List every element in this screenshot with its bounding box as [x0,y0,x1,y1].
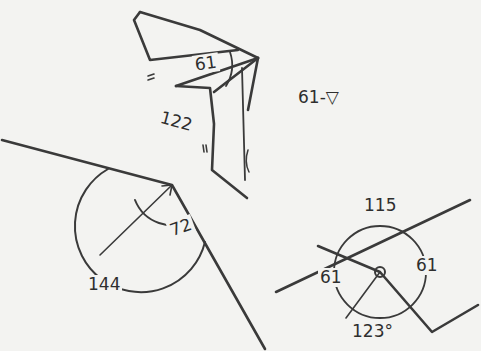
angle-label: 122 [156,108,196,136]
outer-arc [75,169,205,292]
upper-plate [134,12,238,60]
arrow-head [162,185,172,195]
center-dot [375,267,385,277]
lower-plate [176,86,247,198]
angle-label: 61 [414,256,440,275]
angle-arc [226,52,232,86]
dimension-line [100,185,172,255]
vertical-line [242,68,245,180]
ray-line [346,272,380,318]
bent-line [318,246,478,332]
angle-label: 144 [86,275,122,294]
tick-mark [203,145,204,152]
angle-arc [246,150,249,172]
angle-label: 61-▽ [296,88,341,107]
angle-label: 61 [192,52,220,74]
upper-edge [140,12,258,58]
tick-mark [206,145,207,152]
angle-ray [248,58,258,110]
angle-lines [2,140,265,349]
angle-label: 115 [362,196,398,215]
angle-label: 123° [350,322,395,341]
tick-mark [148,78,154,80]
tick-mark [148,74,154,76]
angle-label: 61 [318,268,344,287]
angle-circle [334,226,426,318]
